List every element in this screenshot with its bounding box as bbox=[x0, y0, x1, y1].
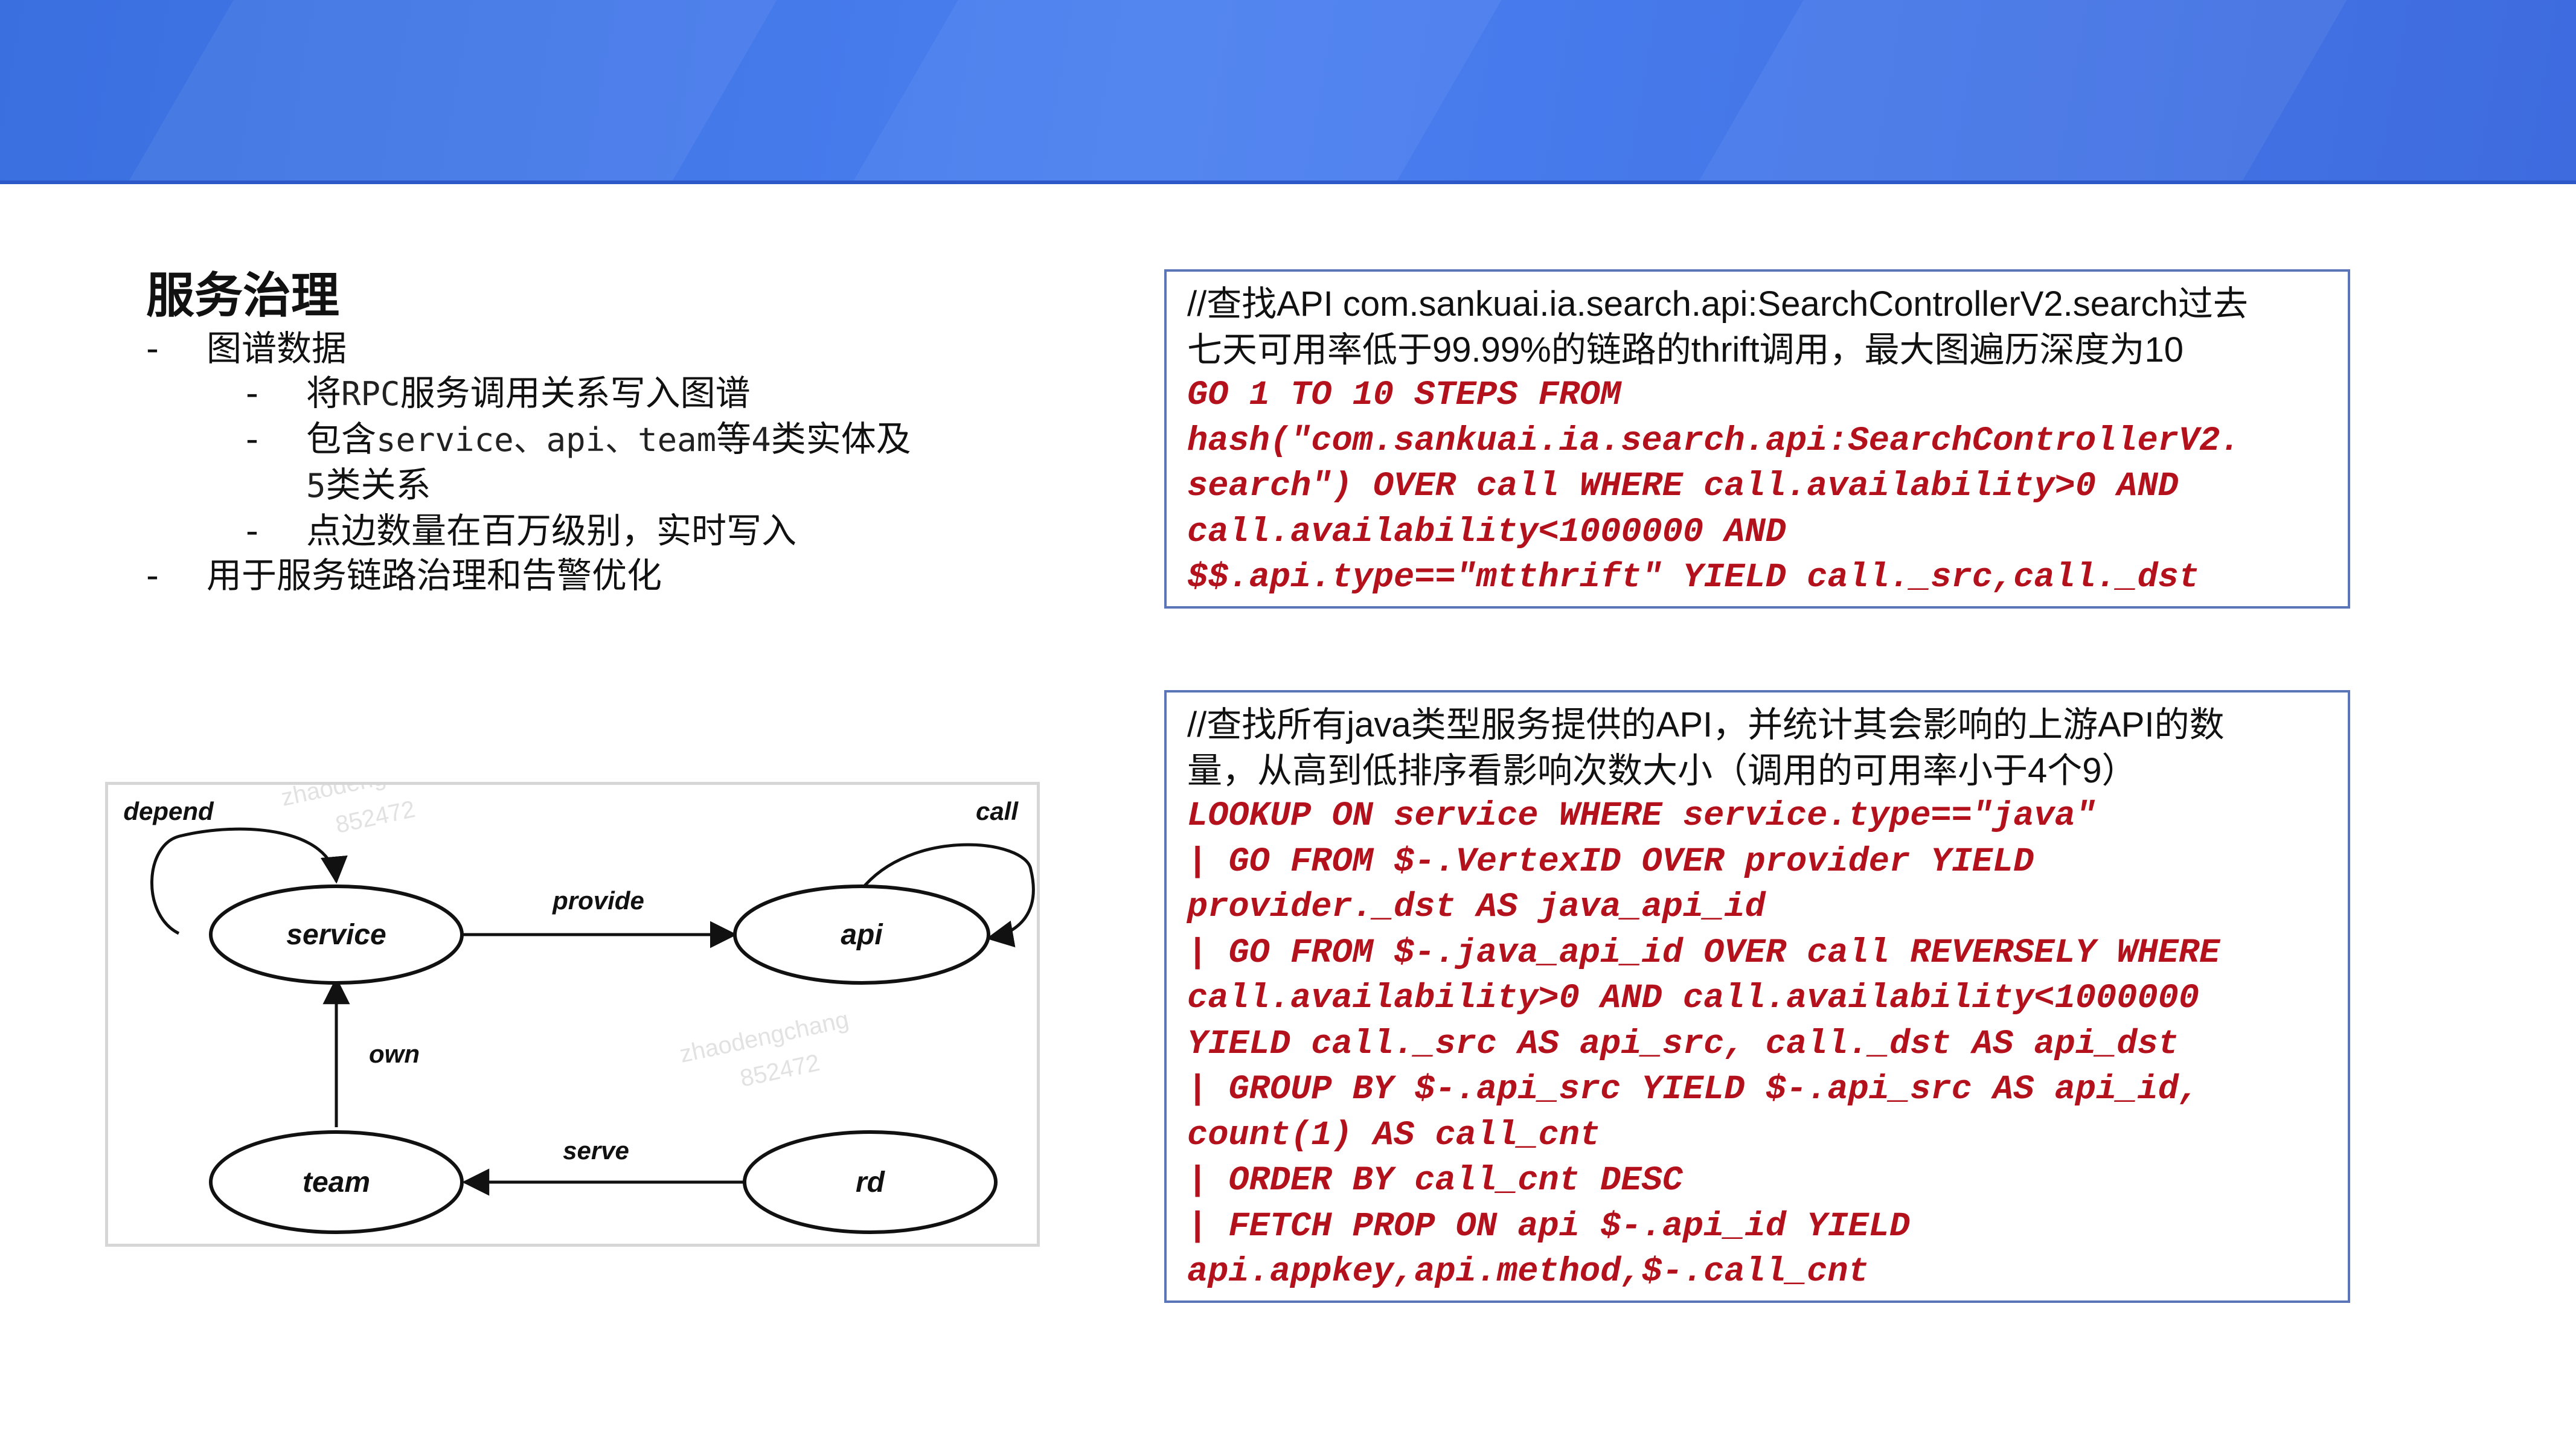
section-title: 服务治理 bbox=[146, 267, 339, 324]
node-team bbox=[209, 1130, 464, 1234]
code-line: | GO FROM $-.java_api_id OVER call REVER… bbox=[1187, 933, 2220, 973]
sub-bullet-item: -将RPC服务调用关系写入图谱 bbox=[246, 373, 751, 414]
edge-label-call: call bbox=[976, 797, 1019, 825]
code-line: provider._dst AS java_api_id bbox=[1187, 888, 1766, 927]
node-label-rd: rd bbox=[856, 1166, 886, 1198]
header-banner bbox=[0, 0, 2576, 184]
watermark-name: zhaodengchang bbox=[678, 1006, 851, 1068]
banner-decoration bbox=[832, 0, 1523, 184]
graph-schema-diagram: zhaodengchang 852472 zhaodengchang 85247… bbox=[105, 782, 1040, 1247]
watermark-id: 852472 bbox=[333, 796, 418, 839]
code-line: YIELD call._src AS api_src, call._dst AS… bbox=[1187, 1025, 2179, 1064]
edge-label-serve: serve bbox=[563, 1136, 629, 1165]
edge-depend bbox=[150, 827, 348, 935]
diagram-svg: zhaodengchang 852472 zhaodengchang 85247… bbox=[123, 785, 1035, 1234]
query-comment: 量，从高到低排序看影响次数大小（调用的可用率小于4个9） bbox=[1187, 751, 2137, 790]
node-service bbox=[209, 884, 464, 985]
banner-divider bbox=[0, 181, 2576, 184]
code-line: | FETCH PROP ON api $-.api_id YIELD bbox=[1187, 1207, 1911, 1246]
code-line: | GROUP BY $-.api_src YIELD $-.api_src A… bbox=[1187, 1070, 2200, 1109]
query-box-1: //查找API com.sankuai.ia.search.api:Search… bbox=[1164, 269, 2350, 609]
code-line: | GO FROM $-.VertexID OVER provider YIEL… bbox=[1187, 842, 2034, 881]
code-line: LOOKUP ON service WHERE service.type=="j… bbox=[1187, 797, 2097, 836]
sub-bullet-item: -点边数量在百万级别，实时写入 bbox=[246, 510, 797, 551]
code-line: api.appkey,api.method,$-.call_cnt bbox=[1187, 1253, 1869, 1291]
code-line: | ORDER BY call_cnt DESC bbox=[1187, 1162, 1683, 1200]
code-line: call.availability>0 AND call.availabilit… bbox=[1187, 979, 2200, 1018]
code-line: GO 1 TO 10 STEPS FROM bbox=[1187, 376, 1621, 415]
banner-decoration bbox=[1677, 0, 2368, 184]
banner-decoration bbox=[107, 0, 798, 184]
edge-label-depend: depend bbox=[123, 797, 214, 825]
bullet-item: -图谱数据 bbox=[146, 328, 347, 369]
edge-label-provide: provide bbox=[552, 886, 644, 915]
watermark-id: 852472 bbox=[738, 1049, 822, 1092]
node-label-service: service bbox=[286, 919, 386, 951]
query-comment: //查找API com.sankuai.ia.search.api:Search… bbox=[1187, 284, 2248, 324]
code-line: hash("com.sankuai.ia.search.api:SearchCo… bbox=[1187, 421, 2241, 461]
node-label-api: api bbox=[841, 919, 883, 951]
query-comment: //查找所有java类型服务提供的API，并统计其会影响的上游API的数 bbox=[1187, 705, 2225, 744]
query-comment: 七天可用率低于99.99%的链路的thrift调用，最大图遍历深度为10 bbox=[1187, 330, 2184, 369]
edge-label-own: own bbox=[369, 1040, 420, 1068]
bullet-item: -用于服务链路治理和告警优化 bbox=[146, 555, 662, 596]
sub-bullet-item: -包含service、api、team等4类实体及 bbox=[246, 418, 911, 459]
node-api bbox=[733, 884, 990, 985]
sub-bullet-continuation: 5类关系 bbox=[306, 464, 431, 505]
code-line: call.availability<1000000 AND bbox=[1187, 513, 1786, 552]
node-label-team: team bbox=[303, 1166, 370, 1198]
query-box-2: //查找所有java类型服务提供的API，并统计其会影响的上游API的数 量，从… bbox=[1164, 690, 2350, 1303]
left-text-block: 服务治理 -图谱数据 -将RPC服务调用关系写入图谱 -包含service、ap… bbox=[146, 266, 1064, 598]
node-rd bbox=[743, 1130, 998, 1234]
code-line: $$.api.type=="mtthrift" YIELD call._src,… bbox=[1187, 558, 2200, 597]
code-line: search") OVER call WHERE call.availabili… bbox=[1187, 467, 2179, 506]
edge-call bbox=[860, 843, 1035, 948]
code-line: count(1) AS call_cnt bbox=[1187, 1116, 1601, 1155]
